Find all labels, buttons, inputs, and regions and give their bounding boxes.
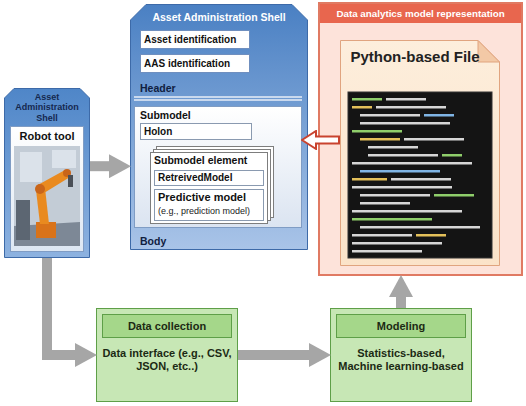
analytics-panel: Data analytics model representationPytho… (318, 2, 523, 276)
node-text: Statistics-based, Machine learning-based (336, 347, 466, 372)
node-title: Predictive model (158, 191, 262, 204)
node-title: Modeling (336, 314, 466, 338)
arrow-shaft (47, 258, 75, 355)
arrow-shaft (396, 297, 406, 308)
node-title: Data analytics model representation (320, 4, 521, 23)
node-title: Submodel (140, 109, 290, 121)
flow-arrow (238, 355, 309, 356)
file-shape-outline (340, 40, 500, 266)
node-title: RetreivedModel (158, 171, 262, 185)
process-box: Data collectionData interface (e.g., CSV… (96, 308, 238, 402)
node-title: Asset identification (144, 31, 248, 48)
id-field: Asset identification (140, 30, 250, 49)
element-field: Holon (140, 123, 252, 140)
node-title: Submodel element (154, 154, 264, 166)
file-shape: Python-based File (340, 40, 500, 266)
node-title: Data collection (102, 314, 232, 338)
node-text: Data interface (e.g., CSV, JSON, etc..) (102, 347, 232, 372)
node-title: Robot tool (11, 130, 83, 143)
arrow-shaft (90, 161, 109, 171)
id-field: AAS identification (140, 54, 250, 73)
asset-box: Robot tool (10, 126, 84, 252)
node-title: Asset Administration Shell (138, 11, 300, 23)
shape-outline (5, 89, 90, 258)
shape-outline (131, 5, 308, 250)
node-title: Python-based File (350, 48, 480, 65)
node-text: Body (140, 235, 220, 247)
flow-arrow (401, 297, 402, 308)
submodel-box: SubmodelHolonSubmodel elementRetreivedMo… (134, 106, 302, 228)
node-title: Holon (144, 124, 250, 139)
process-box: ModelingStatistics-based, Machine learni… (330, 308, 472, 402)
flow-arrow (47, 258, 75, 355)
node-text: Header (140, 82, 220, 94)
folded-corner (478, 41, 500, 63)
asset-shell: Asset Administration ShellHeaderBody Asse… (130, 4, 308, 250)
node-title: Asset Administration Shell (6, 92, 88, 123)
node-text: (e.g., prediction model) (158, 206, 262, 216)
element-stack: Submodel elementRetreivedModelPredictive… (150, 152, 268, 224)
flow-arrow (90, 166, 109, 167)
arrow-shaft (238, 350, 309, 360)
element-field: RetreivedModel (154, 170, 264, 186)
node-title: AAS identification (144, 55, 248, 72)
shape-outline (341, 41, 500, 266)
asset-shell: Asset Administration ShellRobot tool (4, 88, 90, 258)
model-field: Predictive model (e.g., prediction model) (154, 189, 264, 221)
